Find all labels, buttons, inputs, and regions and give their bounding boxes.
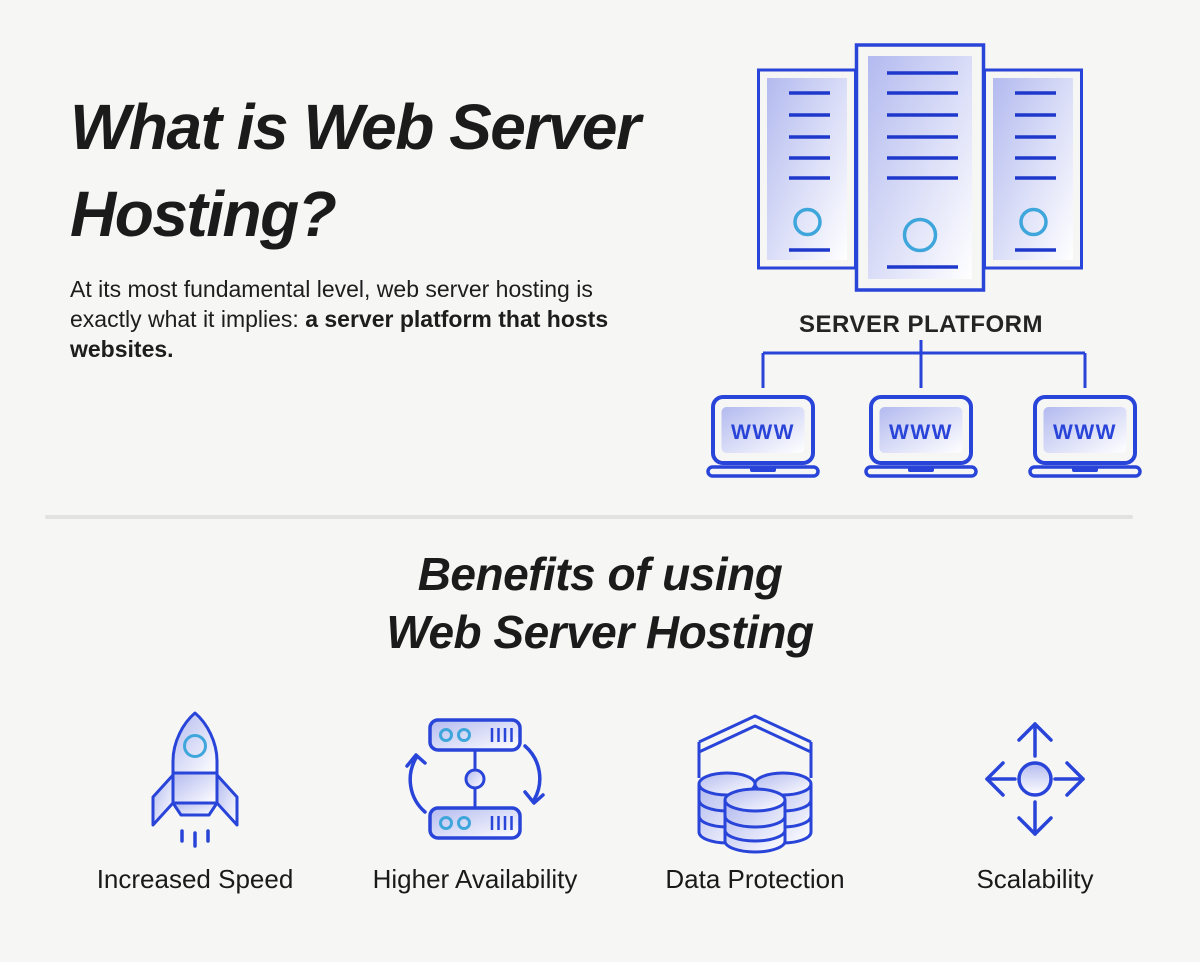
server-platform-label: SERVER PLATFORM — [799, 311, 1043, 338]
database-shield-icon — [675, 700, 835, 858]
server-hosting-diagram: SERVER PLATFORM WWW WWW — [706, 43, 1142, 478]
server-tower-left-icon — [757, 68, 857, 270]
rocket-icon — [145, 700, 245, 858]
laptop-icon: WWW — [864, 395, 978, 478]
benefits-row: Increased Speed — [55, 700, 1175, 895]
synced-servers-icon — [395, 700, 555, 858]
intro-text-regular: At its most fundamental level, web serve… — [70, 276, 593, 332]
intro-text-bold: a server platform that hosts websites. — [70, 306, 609, 362]
benefit-label: Higher Availability — [372, 864, 578, 894]
section-divider — [45, 515, 1133, 519]
laptop-icon: WWW — [706, 395, 820, 478]
benefit-label: Scalability — [976, 864, 1094, 894]
benefit-increased-speed: Increased Speed — [55, 700, 335, 895]
page-title-line1: What is Web Server — [70, 91, 641, 163]
benefits-title-line2: Web Server Hosting — [386, 606, 814, 658]
benefit-label: Increased Speed — [96, 864, 294, 894]
expand-arrows-icon — [965, 700, 1105, 858]
laptop-screen-label: WWW — [1053, 421, 1117, 444]
laptop-icon: WWW — [1028, 395, 1142, 478]
intro-paragraph: At its most fundamental level, web serve… — [70, 274, 615, 364]
page-title: What is Web Server Hosting? — [70, 84, 641, 258]
benefits-title: Benefits of using Web Server Hosting — [0, 545, 1200, 661]
benefits-title-line1: Benefits of using — [417, 548, 783, 600]
benefit-scalability: Scalability — [895, 700, 1175, 895]
benefit-higher-availability: Higher Availability — [335, 700, 615, 895]
server-tower-right-icon — [983, 68, 1083, 270]
connector-lines — [761, 340, 1087, 388]
benefit-label: Data Protection — [665, 864, 845, 894]
page-title-line2: Hosting? — [70, 178, 337, 250]
laptop-screen-label: WWW — [889, 421, 953, 444]
benefit-data-protection: Data Protection — [615, 700, 895, 895]
laptop-screen-label: WWW — [731, 421, 795, 444]
server-tower-center-icon — [854, 43, 986, 292]
